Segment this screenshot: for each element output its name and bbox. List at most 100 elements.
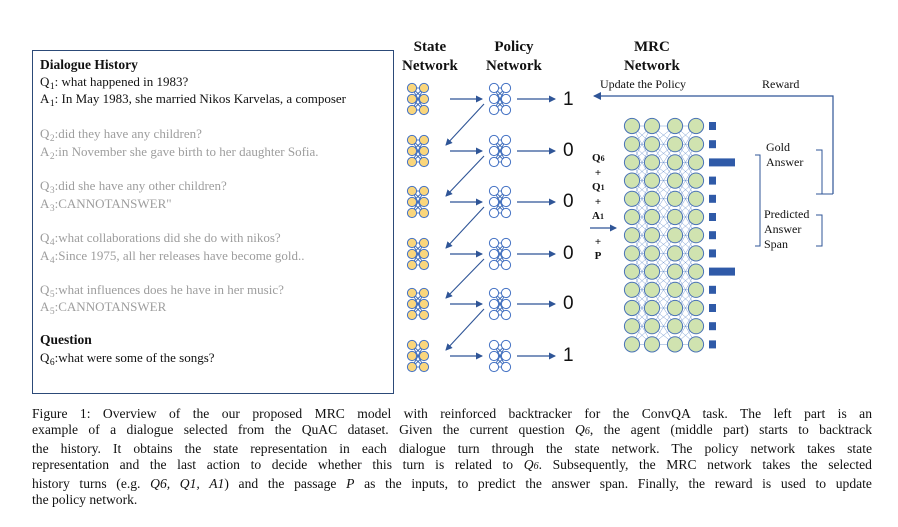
action-output: 0 — [563, 191, 574, 212]
caption-line: representation and the last action to de… — [32, 457, 872, 473]
backtrack-arrow — [445, 308, 485, 351]
mrc-node — [666, 281, 684, 298]
mrc-node — [623, 136, 641, 153]
mrc-node — [666, 336, 684, 353]
action-output: 1 — [563, 345, 574, 366]
mrc-node — [687, 263, 705, 280]
mrc-node — [687, 190, 705, 207]
reward-feedback-path — [593, 92, 834, 247]
action-output: 0 — [563, 140, 574, 161]
mrc-node — [666, 154, 684, 171]
mrc-node — [623, 208, 641, 226]
output-bar — [709, 194, 716, 203]
mrc-node — [623, 299, 641, 317]
output-bar — [709, 285, 716, 294]
turn-answer: A5:CANNOTANSWER — [40, 299, 167, 317]
figure-caption: Figure 1: Overview of the our proposed M… — [32, 406, 872, 508]
mrc-node — [687, 299, 705, 317]
dialogue-history-title: Dialogue History — [40, 57, 138, 72]
caption-line: the history. It obtains the state repres… — [32, 440, 872, 456]
policy-network-icon — [488, 237, 512, 271]
reward-line — [593, 92, 834, 194]
backtrack-arrow — [445, 155, 485, 197]
mrc-node — [623, 227, 641, 244]
mrc-network-module — [623, 117, 705, 353]
mrc-node — [643, 336, 661, 353]
mrc-node — [623, 154, 641, 171]
turn-question: Q2:did they have any children? — [40, 126, 202, 144]
policy-network-icon — [488, 185, 512, 219]
mrc-node — [643, 227, 661, 244]
turn-question: Q1: what happened in 1983? — [40, 74, 189, 92]
input-plus: + — [594, 196, 602, 208]
state-network-icon — [406, 287, 430, 321]
mrc-node — [643, 154, 661, 171]
input-plus: + — [594, 236, 602, 248]
state-network-icon — [406, 82, 430, 116]
mrc-node — [666, 172, 684, 189]
mrc-node — [623, 172, 641, 189]
mrc-node — [623, 190, 641, 207]
mrc-node — [666, 208, 684, 226]
output-bar — [709, 322, 716, 331]
mrc-node — [666, 318, 684, 335]
mrc-node — [643, 263, 661, 280]
mrc-node — [666, 190, 684, 207]
mrc-node — [643, 190, 661, 207]
input-plus: + — [594, 167, 602, 179]
output-bar — [709, 140, 716, 149]
turn-answer: A4:Since 1975, all her releases have bec… — [40, 248, 305, 266]
mrc-node — [643, 281, 661, 298]
mrc-output-bars — [709, 122, 735, 349]
mrc-node — [687, 318, 705, 335]
turn-answer: A1: In May 1983, she married Nikos Karve… — [40, 91, 346, 109]
action-output: 0 — [563, 293, 574, 314]
state-network-icon — [406, 339, 430, 373]
mrc-node — [687, 208, 705, 226]
input-q1: Q1 — [592, 181, 605, 193]
caption-line: the policy network. — [32, 492, 138, 508]
mrc-node — [687, 154, 705, 171]
mrc-node — [666, 245, 684, 262]
output-bar — [709, 340, 716, 349]
bracket-left — [755, 154, 761, 247]
update-policy-label: Update the Policy — [600, 77, 686, 91]
policy-network-icon — [488, 134, 512, 168]
mrc-node — [643, 172, 661, 189]
mrc-node — [666, 136, 684, 153]
mrc-node — [687, 227, 705, 244]
state-network-icon — [406, 185, 430, 219]
output-bar — [709, 304, 716, 312]
state-network-icon — [406, 134, 430, 168]
mrc-node — [687, 172, 705, 189]
bracket-pred — [816, 214, 823, 247]
mrc-node — [623, 281, 641, 298]
mrc-node — [623, 336, 641, 353]
mrc-node — [666, 227, 684, 244]
mrc-node — [687, 336, 705, 353]
mrc-node — [643, 299, 661, 317]
turn-answer: A2:in November she gave birth to her dau… — [40, 144, 319, 162]
mrc-node — [643, 245, 661, 262]
output-bar — [709, 158, 735, 167]
mrc-node — [643, 117, 661, 135]
turn-answer: A3:CANNOTANSWER" — [40, 196, 172, 214]
mrc-node — [643, 318, 661, 335]
backtrack-arrow — [445, 103, 485, 146]
caption-line: Figure 1: Overview of the our proposed M… — [32, 406, 872, 421]
mrc-node — [666, 263, 684, 280]
state-network-modules — [406, 82, 430, 373]
mrc-node — [623, 117, 641, 135]
output-bar — [709, 267, 735, 276]
policy-network-icon — [488, 339, 512, 373]
input-a1: A1 — [592, 210, 604, 222]
caption-line: history turns (e.g. Q6, Q1, A1) and the … — [32, 475, 872, 491]
output-bar — [709, 122, 716, 130]
mrc-node — [666, 299, 684, 317]
current-question: Q6:what were some of the songs? — [40, 350, 215, 368]
